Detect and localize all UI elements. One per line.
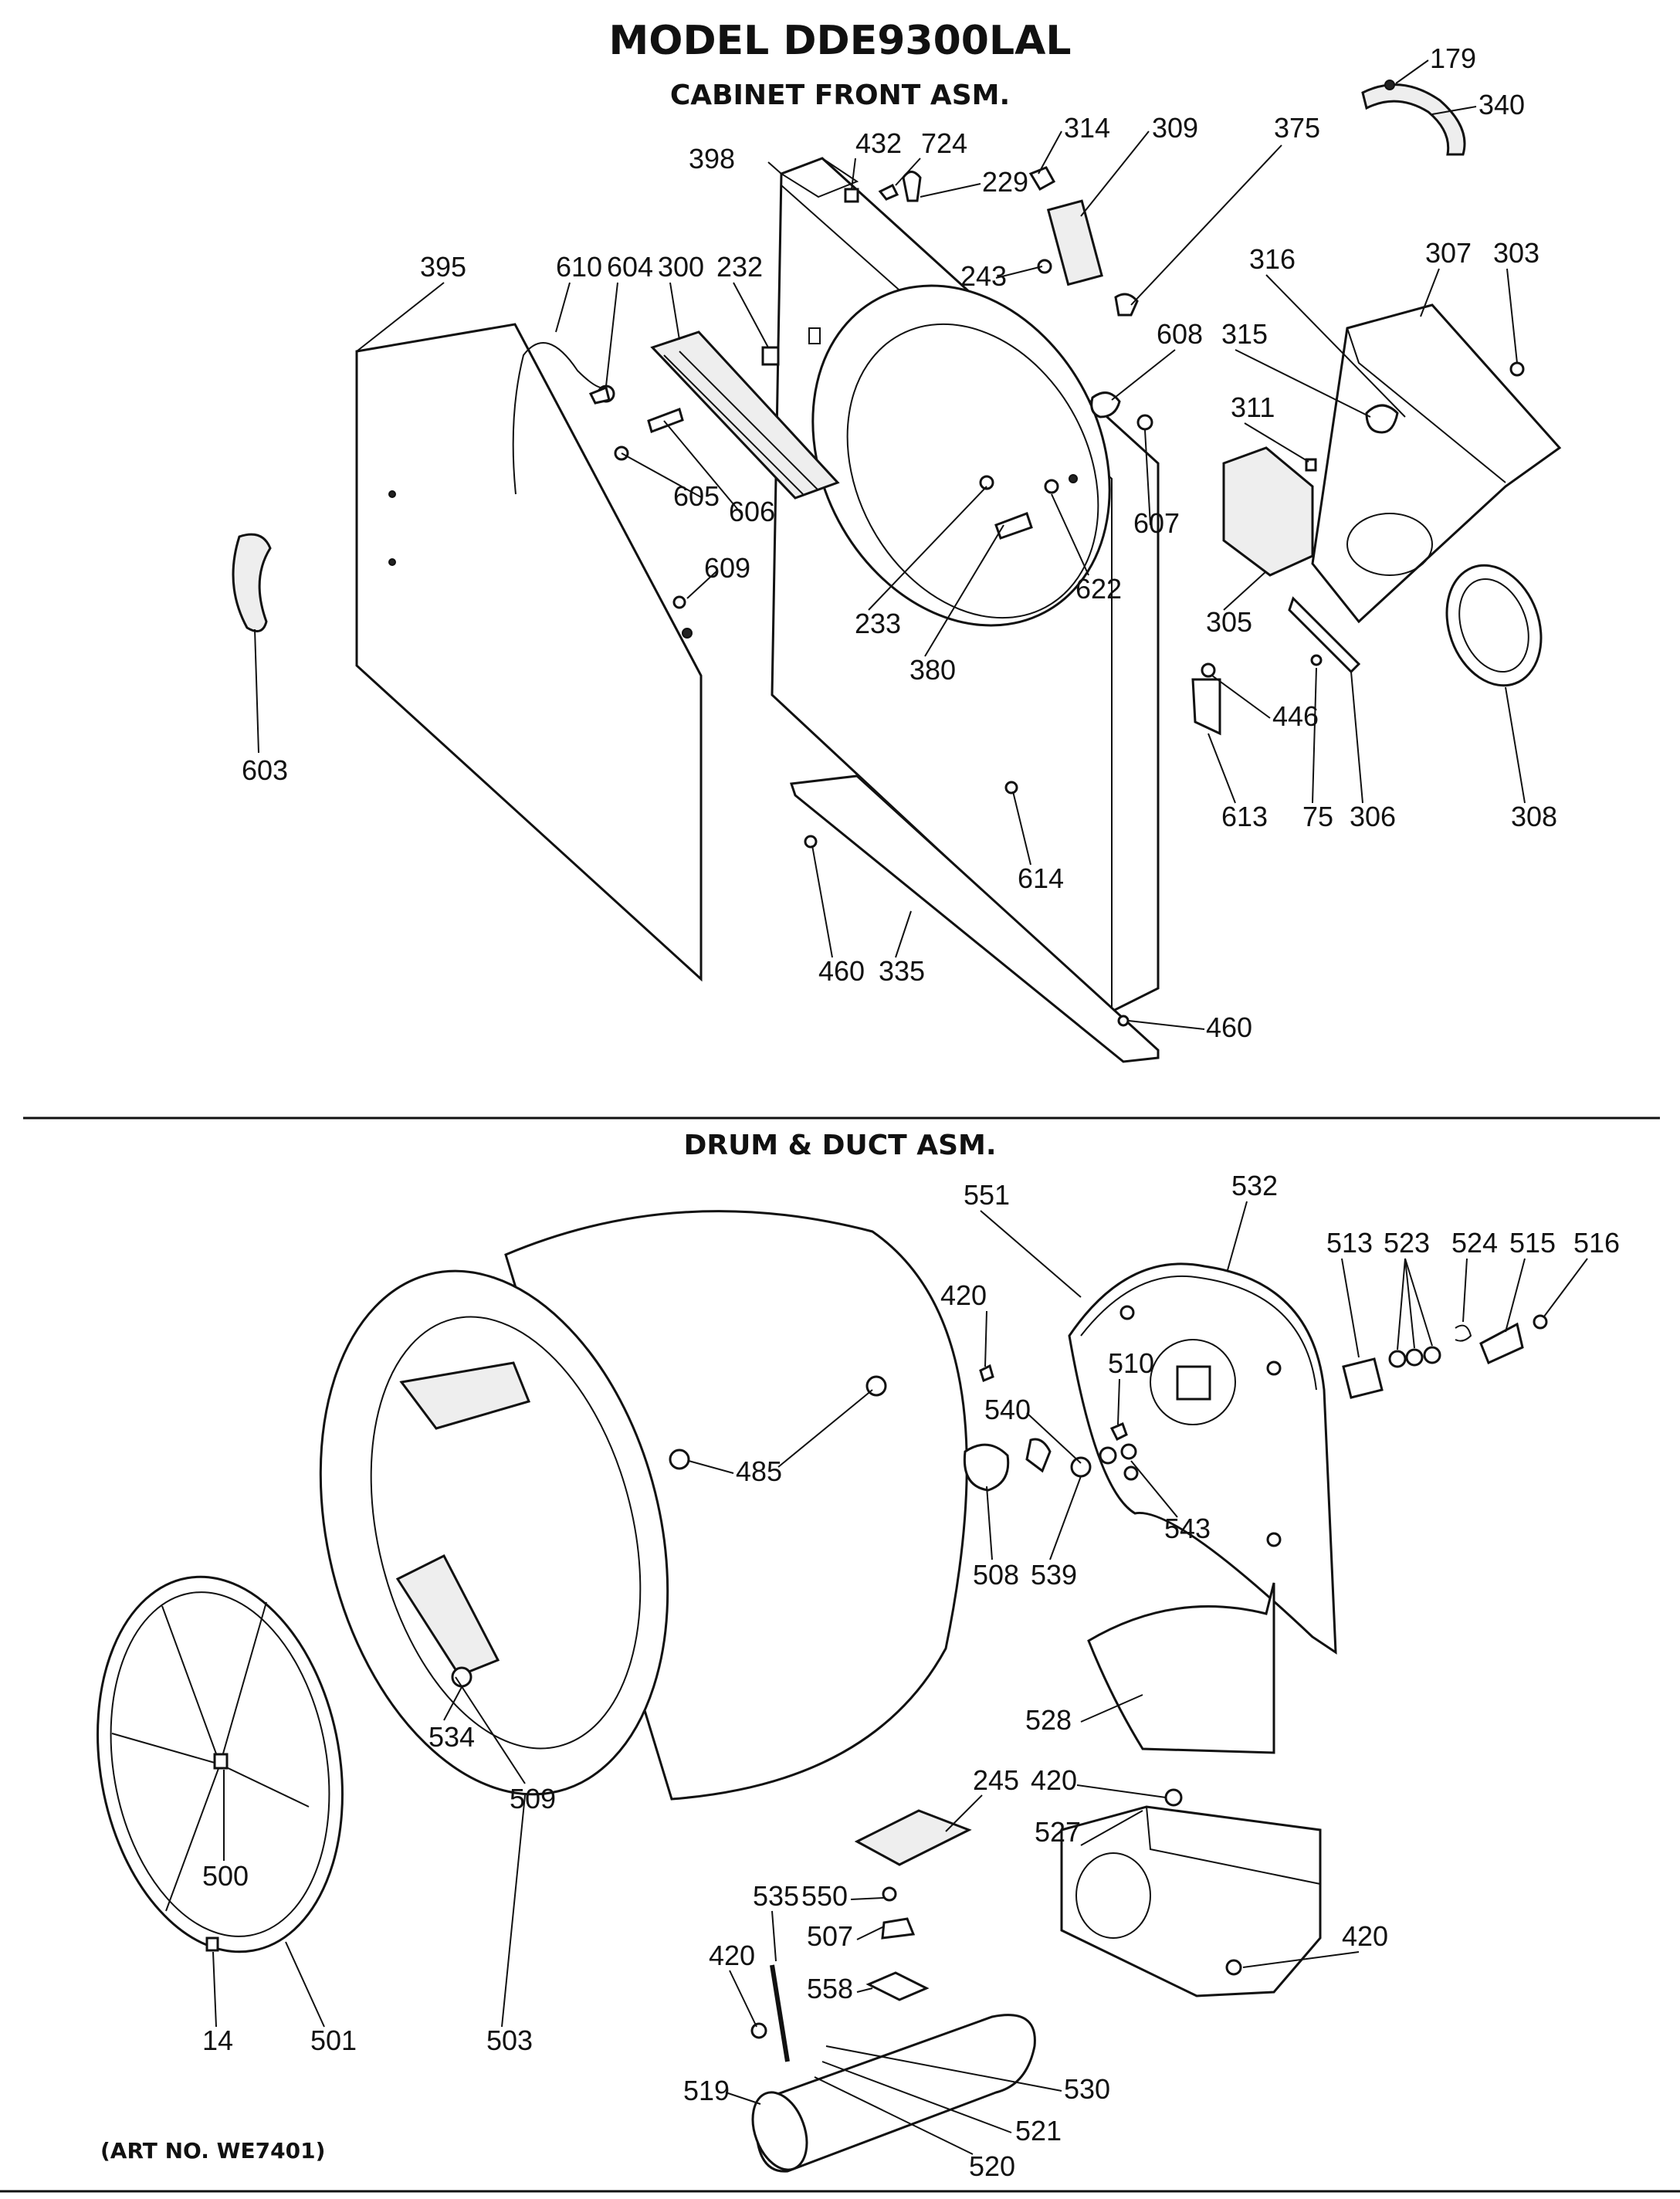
leaders-cabinet — [254, 59, 1526, 1030]
callout-314: 314 — [1064, 112, 1110, 144]
callout-509: 509 — [510, 1783, 556, 1814]
callout-607: 607 — [1133, 507, 1180, 539]
callout-375: 375 — [1274, 112, 1320, 144]
callout-613: 613 — [1221, 801, 1268, 832]
callout-232: 232 — [716, 251, 763, 283]
callout-311: 311 — [1231, 391, 1275, 423]
callout-460-b: 460 — [1206, 1011, 1252, 1043]
callout-432: 432 — [855, 127, 902, 159]
callout-534: 534 — [428, 1721, 475, 1753]
callout-508: 508 — [973, 1559, 1019, 1591]
harness-610 — [512, 342, 609, 495]
callout-558: 558 — [807, 1973, 853, 2004]
callout-551: 551 — [964, 1179, 1010, 1211]
callout-335: 335 — [879, 955, 925, 987]
callout-519: 519 — [683, 2075, 730, 2106]
callout-305: 305 — [1206, 606, 1252, 638]
callout-516: 516 — [1573, 1227, 1620, 1259]
duct-527 — [1060, 1805, 1322, 1997]
callout-460-a: 460 — [818, 955, 865, 987]
callout-340: 340 — [1478, 89, 1525, 120]
duct-seal-308 — [1445, 564, 1543, 687]
callout-395: 395 — [420, 251, 466, 283]
callout-724: 724 — [921, 127, 967, 159]
callout-513: 513 — [1326, 1227, 1373, 1259]
callout-300: 300 — [658, 251, 704, 283]
callout-535: 535 — [753, 1880, 799, 1912]
front-panel-395 — [355, 323, 703, 982]
callout-315: 315 — [1221, 318, 1268, 350]
callout-420-a: 420 — [940, 1279, 987, 1311]
callout-610: 610 — [556, 251, 602, 283]
callout-523: 523 — [1384, 1227, 1430, 1259]
callout-528: 528 — [1025, 1704, 1072, 1736]
callout-308: 308 — [1511, 801, 1557, 832]
callout-398: 398 — [689, 143, 735, 174]
callouts-drum: 551 532 513 523 524 515 516 420 510 540 … — [202, 1170, 1620, 2182]
callout-540: 540 — [984, 1394, 1031, 1425]
callout-420-b: 420 — [1031, 1764, 1077, 1796]
callout-507: 507 — [807, 1920, 853, 1952]
callout-245: 245 — [973, 1764, 1019, 1796]
callout-524: 524 — [1451, 1227, 1498, 1259]
callout-603: 603 — [242, 754, 288, 786]
callout-539: 539 — [1031, 1559, 1077, 1591]
callout-543: 543 — [1164, 1513, 1211, 1544]
duct-528 — [1087, 1582, 1275, 1754]
callout-75: 75 — [1302, 801, 1333, 832]
rear-bulkhead-532 — [1068, 1262, 1337, 1655]
callout-14: 14 — [202, 2025, 233, 2056]
callout-510: 510 — [1108, 1347, 1154, 1379]
model-title: MODEL DDE9300LAL — [609, 18, 1072, 64]
callout-614: 614 — [1018, 862, 1064, 894]
bulkhead-307 — [1311, 303, 1562, 624]
callout-243: 243 — [960, 260, 1007, 292]
callout-306: 306 — [1350, 801, 1396, 832]
callout-500: 500 — [202, 1860, 249, 1892]
callout-608: 608 — [1157, 318, 1203, 350]
callout-501: 501 — [310, 2025, 357, 2056]
callout-520: 520 — [969, 2150, 1015, 2182]
callout-527: 527 — [1035, 1816, 1081, 1848]
leaders-drum — [212, 1201, 1588, 2155]
callout-179: 179 — [1430, 42, 1476, 74]
callout-503: 503 — [486, 2025, 533, 2056]
callout-609: 609 — [704, 552, 750, 584]
callout-485: 485 — [736, 1455, 782, 1487]
callout-420-d: 420 — [709, 1940, 755, 1971]
callouts-cabinet: 179 340 314 309 375 432 724 398 229 243 … — [242, 42, 1557, 1043]
callout-316: 316 — [1249, 243, 1296, 275]
callout-521: 521 — [1015, 2115, 1062, 2146]
housing-305 — [1222, 446, 1314, 577]
callout-420-c: 420 — [1342, 1920, 1388, 1952]
callout-233: 233 — [855, 608, 901, 639]
art-number: (ART NO. WE7401) — [100, 2138, 325, 2163]
callout-606: 606 — [729, 496, 775, 527]
callout-532: 532 — [1231, 1170, 1278, 1201]
cabinet-front-title: CABINET FRONT ASM. — [670, 80, 1010, 111]
heater-519 — [751, 2014, 1036, 2173]
callout-550: 550 — [801, 1880, 848, 1912]
callout-229: 229 — [982, 166, 1028, 198]
callout-309: 309 — [1152, 112, 1198, 144]
door-handle-603 — [232, 533, 272, 632]
drum-front-501 — [97, 1575, 344, 1953]
bracket-340 — [1361, 83, 1466, 156]
callout-622: 622 — [1075, 573, 1122, 605]
callout-303: 303 — [1493, 237, 1539, 269]
cabinet-front-398 — [771, 157, 1160, 1013]
callout-307: 307 — [1425, 237, 1472, 269]
callout-530: 530 — [1064, 2073, 1110, 2105]
lint-grille-300 — [650, 330, 840, 500]
callout-515: 515 — [1509, 1227, 1556, 1259]
drum-duct-title: DRUM & DUCT ASM. — [683, 1130, 996, 1161]
callout-604: 604 — [607, 251, 653, 283]
small-parts-drum — [205, 1314, 1548, 2062]
bottom-rail-335 — [789, 774, 1160, 1063]
plate-245 — [854, 1809, 972, 1866]
callout-380: 380 — [909, 654, 956, 686]
drum-503 — [319, 1210, 968, 1801]
callout-446: 446 — [1272, 700, 1319, 732]
